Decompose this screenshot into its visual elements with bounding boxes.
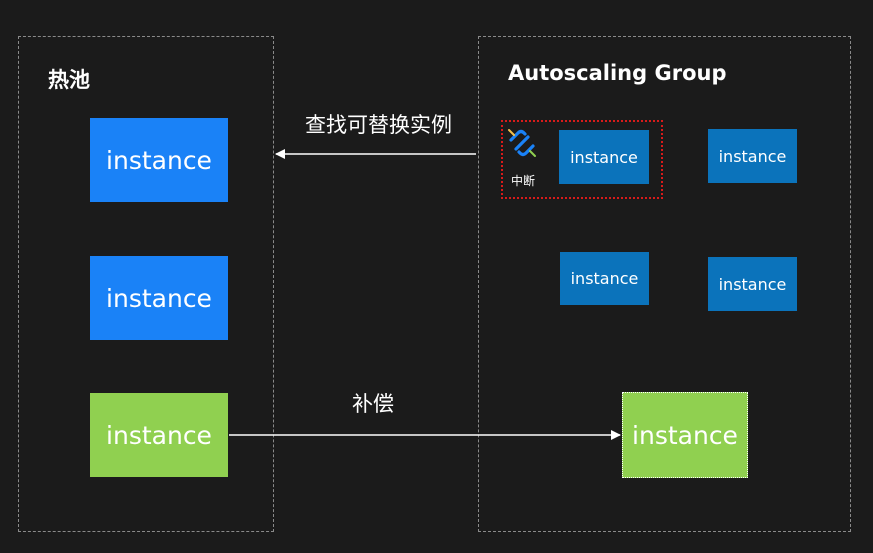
autoscaling-group-title: Autoscaling Group [508,61,727,85]
replace-arrow-label: 查找可替换实例 [305,113,452,137]
asg-compensated-instance: instance [622,392,748,478]
hot-pool-container [18,36,274,532]
asg-instance-4: instance [708,257,797,311]
interrupt-label: 中断 [511,174,536,188]
compensate-arrow-label: 补偿 [352,392,394,416]
interrupt-highlight-box [501,120,663,199]
asg-instance-1: instance [559,130,649,184]
hot-pool-instance-2: instance [90,256,228,340]
asg-instance-2: instance [708,129,797,183]
hot-pool-instance-1: instance [90,118,228,202]
autoscaling-group-container [478,36,851,532]
hot-pool-title: 热池 [48,68,90,92]
broken-link-icon [508,129,536,157]
hot-pool-instance-3: instance [90,393,228,477]
asg-instance-3: instance [560,252,649,305]
